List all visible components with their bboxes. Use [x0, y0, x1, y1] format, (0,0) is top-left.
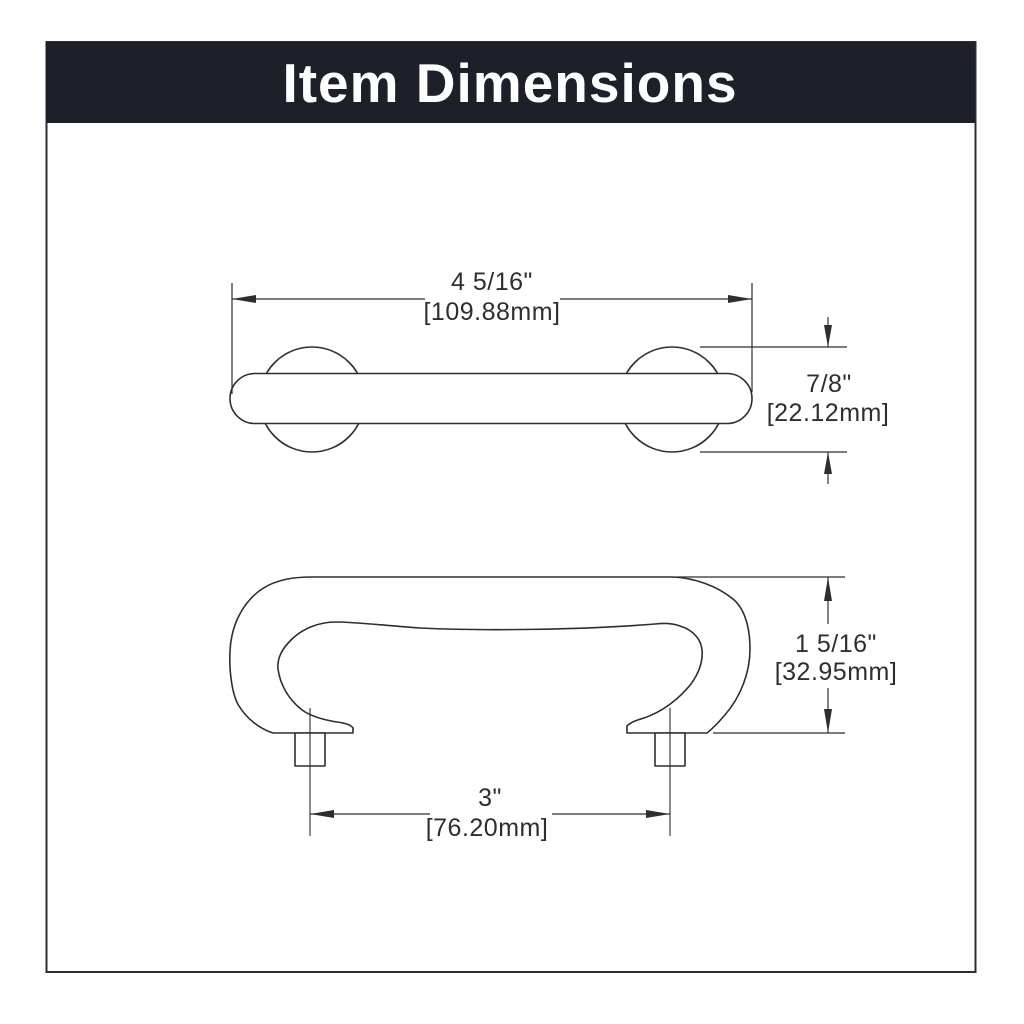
handle-bar-top-view	[229, 372, 753, 425]
arrowhead-down	[824, 709, 832, 733]
projection-depth-inches: 7/8"	[806, 370, 852, 398]
center-to-center-mm: [76.20mm]	[426, 814, 549, 842]
arrowhead-right	[728, 295, 752, 303]
overall-height-inches: 1 5/16"	[795, 630, 877, 658]
overall-length-inches: 4 5/16"	[451, 268, 533, 296]
arrowhead-left	[232, 295, 256, 303]
side-view: 1 5/16" [32.95mm] 3" [76.20mm]	[229, 576, 898, 842]
arrowhead-down	[824, 325, 832, 347]
overall-length-mm: [109.88mm]	[423, 298, 560, 326]
overall-height-dimension: 1 5/16" [32.95mm]	[676, 576, 898, 734]
projection-depth-dimension: 7/8" [22.12mm]	[700, 317, 889, 484]
arrowhead-up	[824, 452, 832, 474]
title-bar	[46, 42, 975, 123]
projection-depth-mm: [22.12mm]	[767, 399, 890, 427]
overall-height-mm: [32.95mm]	[775, 658, 898, 686]
page-title: Item Dimensions	[282, 52, 737, 114]
handle-profile	[229, 576, 751, 734]
arrowhead-up	[824, 577, 832, 601]
overall-length-dimension: 4 5/16" [109.88mm]	[231, 268, 753, 394]
center-to-center-inches: 3"	[478, 784, 502, 812]
arrowhead-right	[646, 810, 670, 818]
top-view: 4 5/16" [109.88mm] 7/8" [22.12mm]	[229, 268, 889, 484]
center-to-center-dimension: 3" [76.20mm]	[310, 784, 670, 842]
arrowhead-left	[310, 810, 334, 818]
